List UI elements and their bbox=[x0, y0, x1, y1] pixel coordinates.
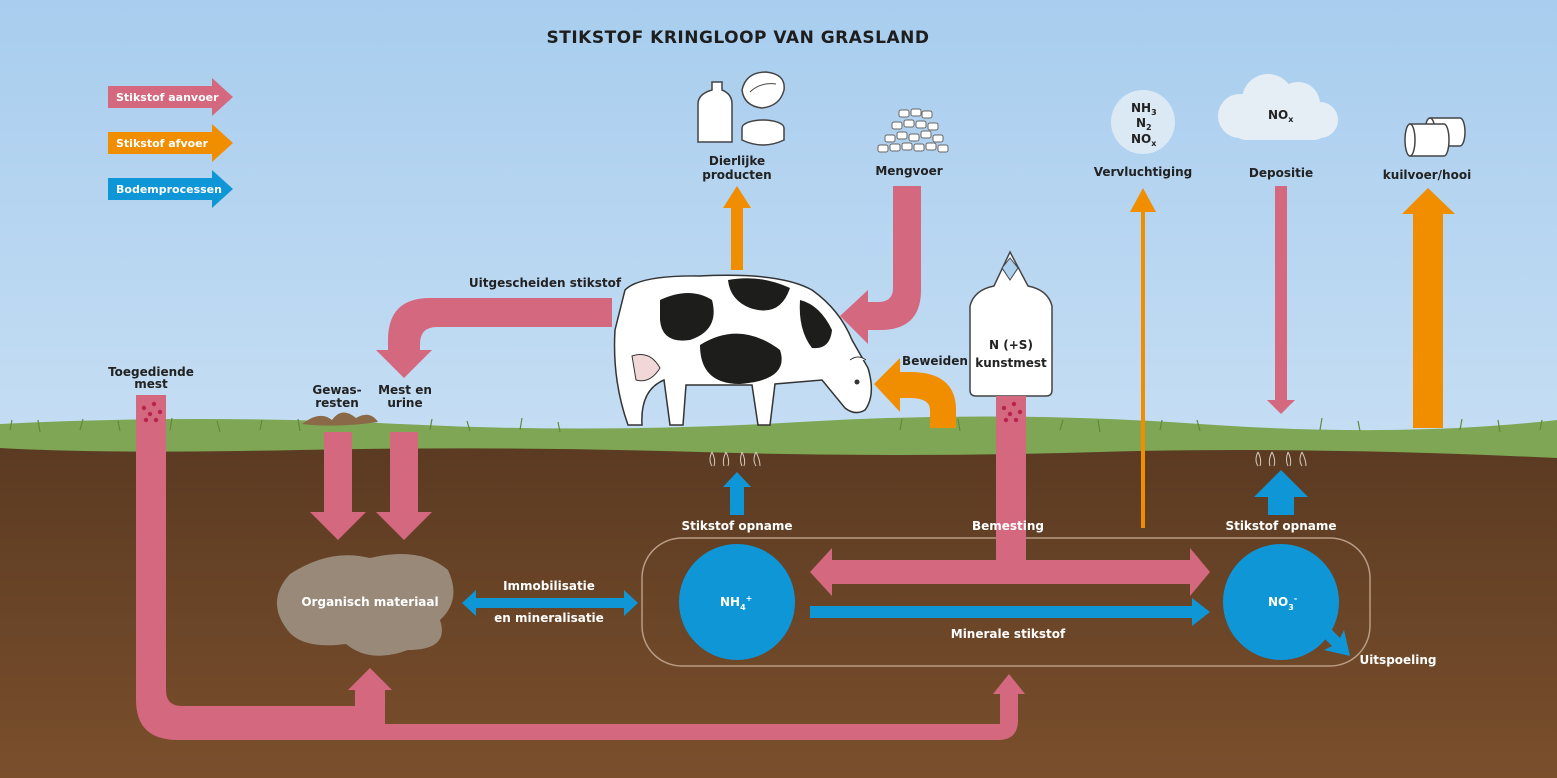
arrow-uitgescheiden bbox=[376, 298, 612, 378]
label-toegediende-1: Toegediende bbox=[108, 365, 194, 379]
label-n2: N2 bbox=[1136, 116, 1152, 132]
label-depositie: Depositie bbox=[1249, 166, 1313, 180]
arrow-bemesting bbox=[810, 396, 1210, 596]
label-mest-2: urine bbox=[387, 396, 422, 410]
arrow-vervluchtiging bbox=[1130, 188, 1156, 528]
roots-right-icon bbox=[1255, 451, 1307, 467]
svg-text:Stikstof afvoer: Stikstof afvoer bbox=[116, 137, 209, 150]
grass-strip bbox=[0, 416, 1557, 458]
arrow-immobilisatie bbox=[462, 590, 638, 616]
roots-left-icon bbox=[709, 451, 761, 467]
crop-residue-icon bbox=[302, 412, 378, 426]
label-immob-1: Immobilisatie bbox=[503, 579, 595, 593]
arrow-kuilvoer bbox=[1402, 188, 1455, 428]
label-kunstmest-1: N (+S) bbox=[989, 338, 1033, 352]
arrow-depositie bbox=[1267, 186, 1295, 414]
arrow-dierlijke-producten bbox=[723, 186, 751, 270]
arrow-mengvoer bbox=[840, 186, 921, 344]
legend: Stikstof aanvoer Stikstof afvoer Bodempr… bbox=[108, 78, 233, 208]
label-bemesting: Bemesting bbox=[972, 519, 1044, 533]
fertilizer-dots bbox=[1001, 401, 1023, 423]
diagram-title: STIKSTOF KRINGLOOP VAN GRASLAND bbox=[546, 28, 929, 48]
cheese-icon bbox=[741, 119, 785, 146]
label-nox-small: NOx bbox=[1131, 132, 1157, 148]
label-uitspoeling: Uitspoeling bbox=[1359, 653, 1436, 667]
manure-dots bbox=[141, 401, 163, 423]
butter-icon bbox=[741, 71, 785, 109]
arrow-mest-urine bbox=[376, 432, 432, 540]
grass-blades bbox=[9, 417, 1543, 433]
arrow-beweiden bbox=[874, 358, 956, 428]
legend-item-afvoer: Stikstof afvoer bbox=[108, 124, 233, 162]
label-nox-cloud: NOx bbox=[1268, 108, 1294, 124]
organic-matter-blob bbox=[276, 554, 454, 656]
label-immob-2: en mineralisatie bbox=[494, 611, 604, 625]
label-gewas-2: resten bbox=[315, 396, 359, 410]
label-dierlijke-2: producten bbox=[702, 168, 771, 182]
label-vervluchtiging: Vervluchtiging bbox=[1094, 165, 1193, 179]
label-opname-left: Stikstof opname bbox=[681, 519, 792, 533]
label-nh3: NH3 bbox=[1131, 101, 1157, 117]
label-organisch: Organisch materiaal bbox=[301, 595, 438, 609]
fertilizer-bag-icon bbox=[969, 250, 1053, 397]
arrow-opname-left bbox=[723, 472, 751, 515]
nh4-circle bbox=[679, 544, 795, 660]
label-no3: NO3- bbox=[1268, 594, 1297, 612]
cloud-icon bbox=[1218, 74, 1338, 140]
no3-circle bbox=[1223, 544, 1339, 660]
label-opname-right: Stikstof opname bbox=[1225, 519, 1336, 533]
milk-bottle-icon bbox=[697, 81, 733, 143]
label-uitgescheiden: Uitgescheiden stikstof bbox=[469, 276, 622, 290]
label-dierlijke-1: Dierlijke bbox=[709, 154, 765, 168]
legend-item-aanvoer: Stikstof aanvoer bbox=[108, 78, 233, 116]
label-minerale: Minerale stikstof bbox=[951, 627, 1066, 641]
gas-emissions-bubble bbox=[1111, 90, 1175, 154]
arrow-opname-right bbox=[1254, 470, 1308, 515]
label-kunstmest-2: kunstmest bbox=[975, 356, 1047, 370]
cow-illustration bbox=[613, 274, 873, 426]
svg-text:Bodemprocessen: Bodemprocessen bbox=[116, 183, 222, 196]
pellets-icon bbox=[877, 108, 949, 153]
hay-bales-icon bbox=[1404, 117, 1466, 157]
legend-item-bodem: Bodemprocessen bbox=[108, 170, 233, 208]
label-beweiden: Beweiden bbox=[902, 354, 968, 368]
label-mest-1: Mest en bbox=[378, 383, 432, 397]
label-nh4: NH4+ bbox=[720, 594, 752, 612]
label-gewas-1: Gewas- bbox=[312, 383, 361, 397]
label-mengvoer: Mengvoer bbox=[875, 164, 942, 178]
svg-text:Stikstof aanvoer: Stikstof aanvoer bbox=[116, 91, 219, 104]
label-toegediende-2: mest bbox=[134, 377, 168, 391]
arrow-minerale bbox=[810, 598, 1210, 626]
arrow-gewasresten bbox=[310, 432, 366, 540]
label-kuilvoer: kuilvoer/hooi bbox=[1383, 168, 1471, 182]
